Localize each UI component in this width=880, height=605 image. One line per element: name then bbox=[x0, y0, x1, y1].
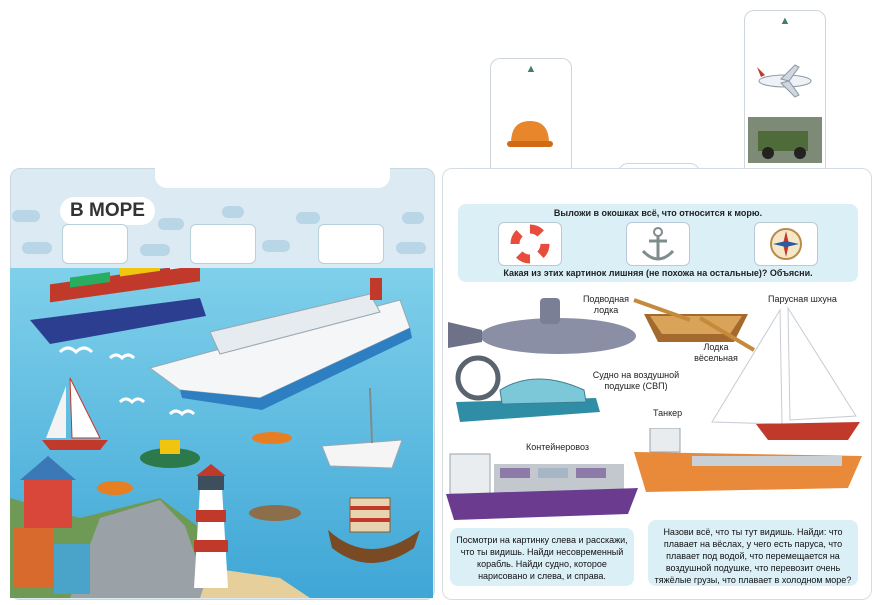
tanker-illustration bbox=[634, 428, 862, 492]
answer-slot-3[interactable] bbox=[318, 224, 384, 264]
page-notch bbox=[155, 160, 390, 188]
choice-card-lifebuoy[interactable] bbox=[498, 222, 562, 266]
choice-card-anchor[interactable] bbox=[626, 222, 690, 266]
arrow-up-icon: ▲ bbox=[525, 63, 537, 75]
cloud bbox=[140, 244, 170, 256]
cloud bbox=[296, 212, 320, 224]
military-truck-icon bbox=[748, 117, 822, 163]
choice-card-compass[interactable] bbox=[754, 222, 818, 266]
rowboat-illustration bbox=[633, 298, 756, 352]
cloud bbox=[402, 212, 424, 224]
submarine-illustration bbox=[448, 298, 636, 354]
cloud bbox=[396, 242, 426, 254]
container-ship-label: Контейнеровоз bbox=[526, 442, 589, 452]
schooner-illustration bbox=[711, 306, 860, 440]
tanker-label: Танкер bbox=[653, 408, 683, 418]
hovercraft-label: Судно на воздушной подушке (СВП) bbox=[592, 370, 680, 391]
hovercraft-illustration bbox=[455, 355, 600, 422]
info-box-left: Посмотри на картинку слева и расскажи, ч… bbox=[450, 528, 634, 586]
lighthouse-illustration bbox=[194, 464, 228, 588]
rowboat-label: Лодка вёсельная bbox=[694, 342, 738, 363]
task-instruction: Выложи в окошках всё, что относится к мо… bbox=[553, 208, 763, 218]
sea-illustration bbox=[10, 268, 433, 598]
answer-slot-1[interactable] bbox=[62, 224, 128, 264]
cloud bbox=[262, 240, 290, 252]
container-ship-right-illustration bbox=[446, 453, 638, 520]
anchor-icon bbox=[641, 227, 675, 261]
helmet-icon bbox=[507, 121, 553, 147]
info-box-right: Назови всё, что ты тут видишь. Найди: чт… bbox=[648, 520, 858, 586]
compass-icon bbox=[770, 228, 802, 260]
viking-ship-illustration bbox=[328, 497, 420, 563]
schooner-label: Парусная шхуна bbox=[768, 294, 837, 304]
cloud bbox=[12, 210, 40, 222]
cloud bbox=[22, 242, 52, 254]
cruise-ship-illustration bbox=[148, 278, 412, 410]
vehicles-tab[interactable]: ▲ bbox=[744, 10, 826, 190]
answer-slot-2[interactable] bbox=[190, 224, 256, 264]
cloud bbox=[222, 206, 244, 218]
lifebuoy-icon bbox=[510, 224, 550, 264]
cloud bbox=[158, 218, 184, 230]
page-title: В МОРЕ bbox=[60, 197, 155, 225]
sailboat-illustration bbox=[42, 377, 108, 450]
arrow-up-icon: ▲ bbox=[779, 15, 791, 27]
container-ship-illustration bbox=[30, 268, 206, 344]
submarine-label: Подводная лодка bbox=[582, 294, 630, 315]
airplane-icon bbox=[757, 64, 812, 98]
task-question: Какая из этих картинок лишняя (не похожа… bbox=[503, 268, 813, 278]
